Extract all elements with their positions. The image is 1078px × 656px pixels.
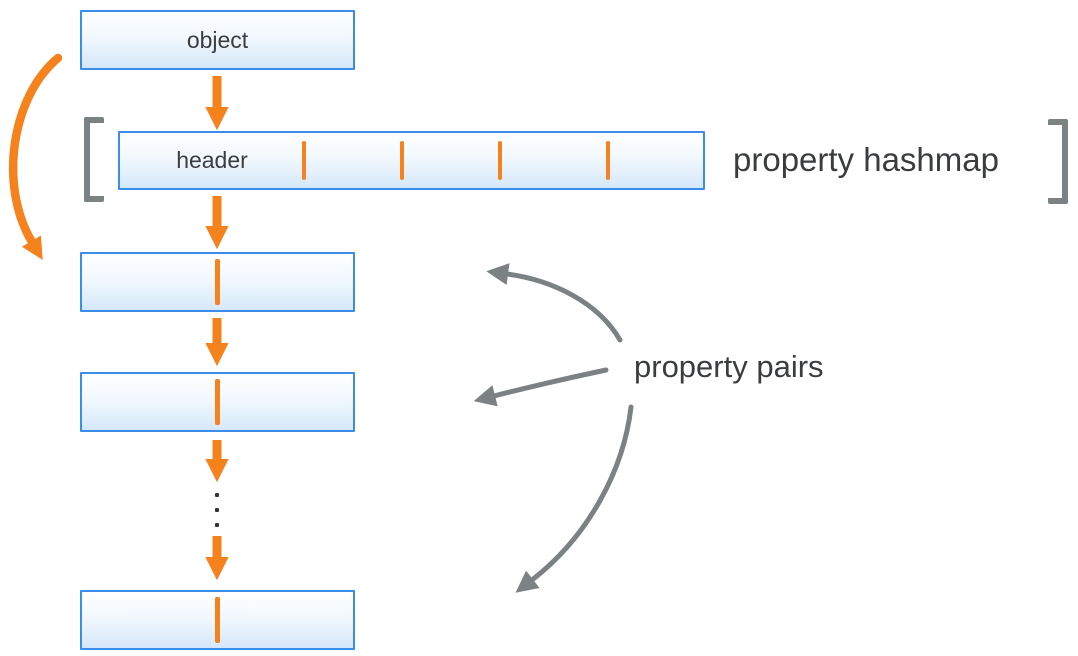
pair-divider	[215, 597, 220, 643]
header-label: header	[176, 147, 248, 173]
property-pair-box	[80, 372, 355, 432]
left-bracket	[84, 117, 104, 202]
property-hashmap-label: property hashmap	[733, 141, 999, 178]
object-box: object	[80, 10, 355, 70]
header-slot-divider	[400, 141, 404, 180]
ellipsis-dot	[215, 508, 219, 512]
right-bracket	[1048, 119, 1068, 204]
pair-divider	[215, 379, 220, 425]
object-label: object	[186, 26, 249, 53]
ellipsis-dot	[215, 493, 219, 497]
header-slot-divider	[302, 141, 306, 180]
arrow-pairs-to-pair2	[473, 367, 609, 407]
header-box: header	[118, 131, 705, 190]
arrow-pairs-to-pair1	[486, 263, 623, 343]
ellipsis-dots	[215, 493, 219, 527]
header-slot-divider	[498, 141, 502, 180]
arrow-object-curve-to-pairs	[8, 53, 63, 261]
header-slot-divider	[606, 141, 610, 180]
pair-divider	[215, 259, 220, 305]
property-pair-box	[80, 590, 355, 650]
arrow-pairs-to-pair3	[515, 404, 634, 593]
property-pair-box	[80, 252, 355, 312]
property-pairs-label: property pairs	[634, 349, 824, 384]
ellipsis-dot	[215, 523, 219, 527]
